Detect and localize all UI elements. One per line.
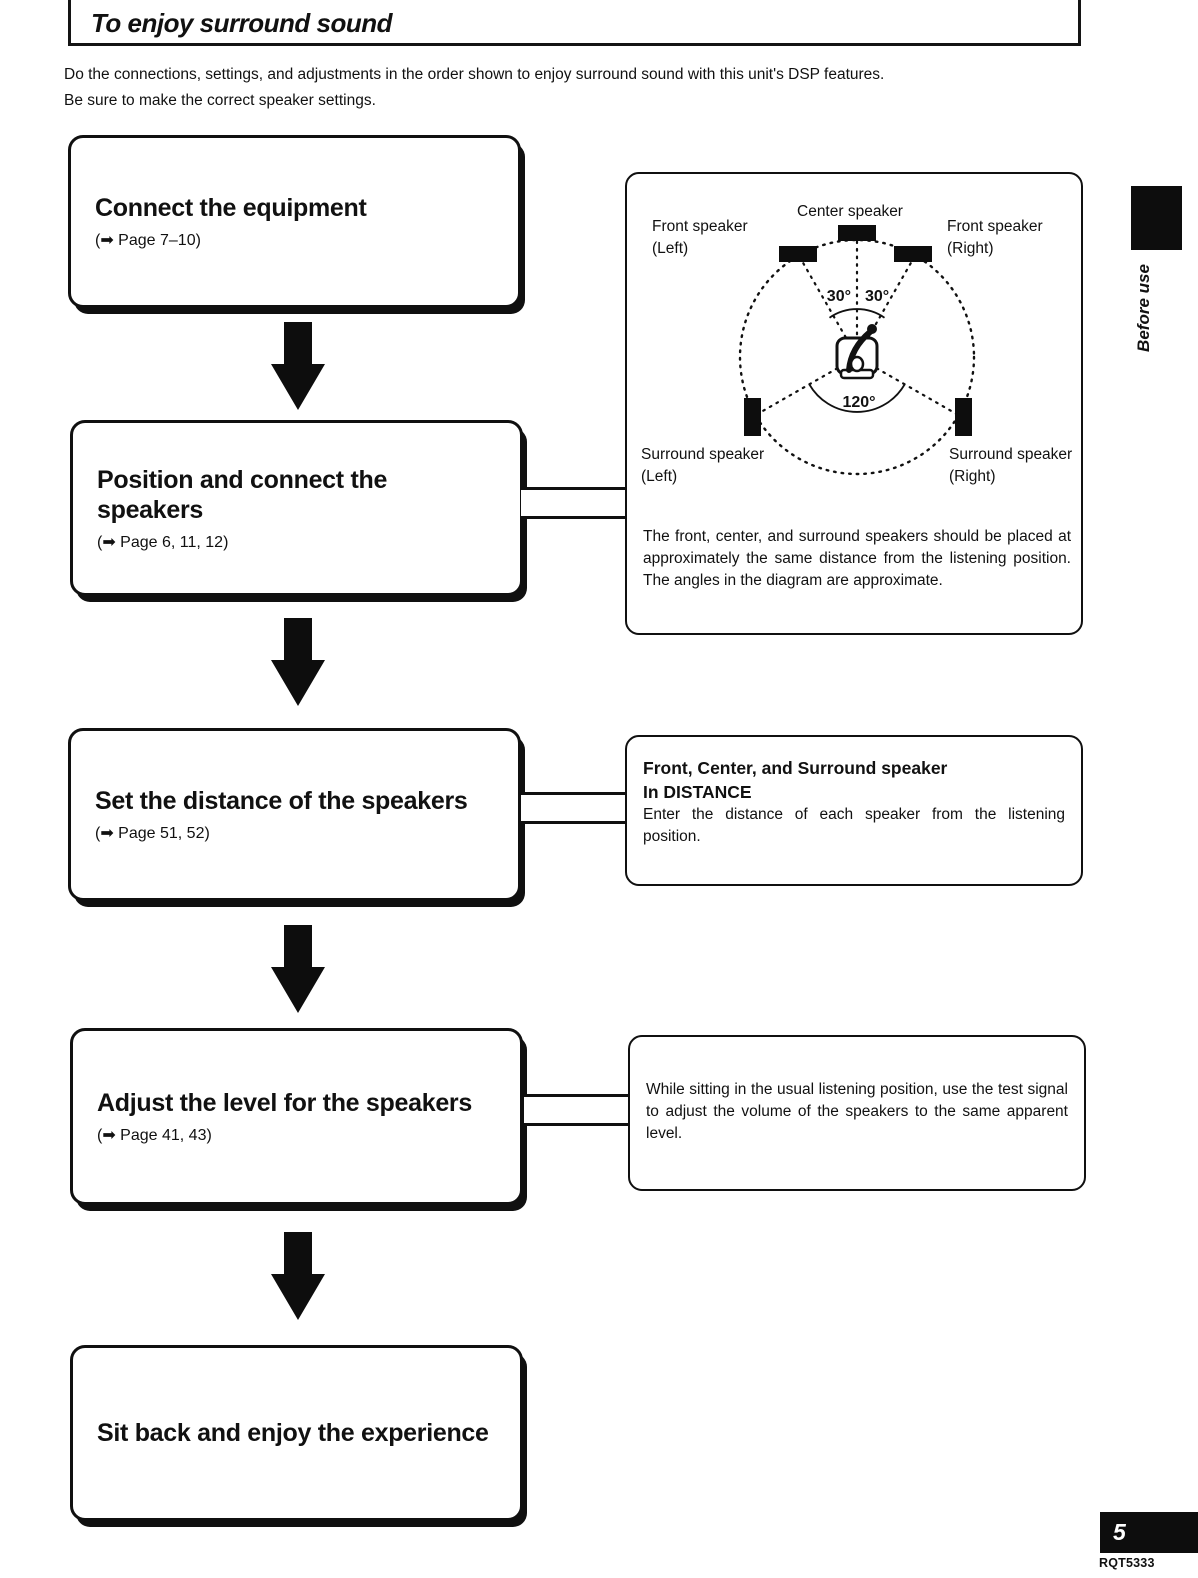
flow-arrow-down-icon bbox=[271, 1232, 325, 1320]
surround-right-speaker-label-2: (Right) bbox=[949, 468, 996, 485]
center-speaker-label: Center speaker bbox=[797, 203, 903, 220]
connector-distance-to-panel bbox=[521, 792, 628, 824]
flow-step-page-ref: (➡ Page 41, 43) bbox=[97, 1127, 212, 1144]
listener-icon bbox=[835, 324, 879, 380]
flow-step-adjust-level: Adjust the level for the speakers (➡ Pag… bbox=[70, 1028, 523, 1205]
intro-text: Do the connections, settings, and adjust… bbox=[64, 62, 884, 115]
flow-step-page-ref: (➡ Page 51, 52) bbox=[95, 825, 210, 842]
section-title-box: To enjoy surround sound bbox=[68, 0, 1081, 46]
distance-panel: Front, Center, and Surround speaker In D… bbox=[625, 735, 1083, 886]
level-panel: While sitting in the usual listening pos… bbox=[628, 1035, 1086, 1191]
flow-step-page-ref: (➡ Page 6, 11, 12) bbox=[97, 533, 229, 551]
intro-line-1: Do the connections, settings, and adjust… bbox=[64, 66, 885, 83]
flow-step-position-speakers: Position and connect the speakers (➡ Pag… bbox=[70, 420, 523, 596]
surround-right-speaker-label-1: Surround speaker bbox=[949, 446, 1072, 463]
flow-step-title: Position and connect the speakers bbox=[97, 465, 388, 524]
page-number: 5 bbox=[1113, 1519, 1126, 1545]
flow-step-title: Connect the equipment bbox=[95, 194, 367, 222]
flow-step-sit-back: Sit back and enjoy the experience bbox=[70, 1345, 523, 1521]
distance-panel-body: Enter the distance of each speaker from … bbox=[643, 806, 1065, 846]
front-right-speaker-icon bbox=[894, 246, 932, 262]
surround-left-speaker-label-2: (Left) bbox=[641, 468, 677, 485]
front-right-speaker-label-2: (Right) bbox=[947, 240, 994, 257]
flow-step-set-distance: Set the distance of the speakers (➡ Page… bbox=[68, 728, 521, 901]
level-panel-body: While sitting in the usual listening pos… bbox=[646, 1081, 1068, 1142]
flow-step-title: Sit back and enjoy the experience bbox=[97, 1419, 489, 1447]
speaker-circle bbox=[738, 238, 976, 476]
page-title: To enjoy surround sound bbox=[91, 8, 392, 38]
speaker-radii bbox=[752, 234, 962, 418]
speaker-diagram-panel: Center speaker Front speaker (Left) Fron… bbox=[625, 172, 1083, 635]
front-left-angle-label: 30° bbox=[827, 288, 851, 305]
front-right-speaker-label-1: Front speaker bbox=[947, 218, 1043, 235]
surround-left-speaker-icon bbox=[744, 398, 761, 436]
surround-right-speaker-icon bbox=[955, 398, 972, 436]
section-tab-marker bbox=[1131, 186, 1182, 250]
flow-arrow-down-icon bbox=[271, 925, 325, 1013]
flow-step-page-ref: (➡ Page 7–10) bbox=[95, 232, 201, 249]
connector-position-to-diagram bbox=[521, 487, 628, 519]
intro-line-2: Be sure to make the correct speaker sett… bbox=[64, 92, 376, 110]
front-angle-arc bbox=[828, 308, 886, 319]
surround-left-speaker-label-1: Surround speaker bbox=[641, 446, 764, 463]
flow-step-title: Adjust the level for the speakers bbox=[97, 1089, 472, 1117]
page-number-box: 5 bbox=[1100, 1512, 1198, 1553]
section-tab: Before use bbox=[1106, 250, 1182, 366]
flow-step-title: Set the distance of the speakers bbox=[95, 787, 468, 815]
distance-panel-title-1: Front, Center, and Surround speaker bbox=[643, 758, 948, 778]
rear-angle-label: 120° bbox=[842, 394, 875, 411]
front-left-speaker-label-2: (Left) bbox=[652, 240, 688, 257]
flow-step-connect-equipment: Connect the equipment (➡ Page 7–10) bbox=[68, 135, 521, 308]
document-code: RQT5333 bbox=[1099, 1556, 1155, 1570]
flow-arrow-down-icon bbox=[271, 322, 325, 410]
center-speaker-icon bbox=[838, 225, 876, 241]
speaker-layout-diagram: Center speaker Front speaker (Left) Fron… bbox=[641, 203, 1072, 485]
flow-arrow-down-icon bbox=[271, 618, 325, 706]
front-left-speaker-label-1: Front speaker bbox=[652, 218, 748, 235]
front-left-speaker-icon bbox=[779, 246, 817, 262]
diagram-caption: The front, center, and surround speakers… bbox=[643, 528, 1071, 589]
front-right-angle-label: 30° bbox=[865, 288, 889, 305]
section-tab-label: Before use bbox=[1134, 264, 1153, 352]
connector-level-to-panel bbox=[524, 1094, 631, 1126]
rear-angle-arc bbox=[808, 384, 906, 413]
distance-panel-title-2: In DISTANCE bbox=[643, 781, 752, 802]
